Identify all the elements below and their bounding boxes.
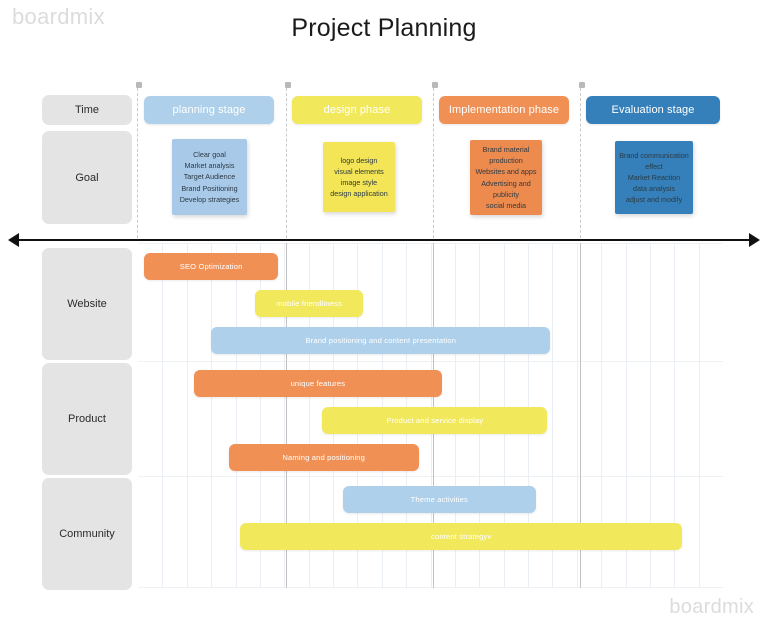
gantt-bar-label: Product and service display [386,416,484,425]
phase-chip-design-phase[interactable]: design phase [292,96,422,124]
goal-item: visual elements [334,166,384,176]
goal-item: social media [486,200,526,210]
gridline-minor [650,243,651,588]
goal-item: Brand material [482,145,530,155]
goal-item: logo design [340,155,378,165]
row-divider [138,361,723,362]
gridline-minor [309,243,310,588]
gantt-bar-label: unique features [290,379,346,388]
row-label-product[interactable]: Product [42,363,132,475]
column-separator-3 [431,82,438,238]
gantt-bar[interactable]: Brand positioning and content presentati… [211,327,551,354]
row-label-goal[interactable]: Goal [42,131,132,224]
gantt-bar-label: content strategyv [431,532,492,541]
phase-chip-label: planning stage [172,104,246,116]
goal-item: Advertising and [481,178,531,188]
axis-arrow-right-icon [749,233,760,247]
goal-card-planning-stage[interactable]: Clear goal Market analysis Target Audien… [172,139,247,215]
gantt-bar-label: Theme activities [410,495,468,504]
goal-card-implementation-phase[interactable]: Brand material production Websites and a… [470,140,542,215]
goal-item: Market Reaction [627,172,681,182]
gridline-minor [552,243,553,588]
row-divider [138,587,723,588]
goal-item: production [489,156,523,166]
boardmix-watermark-bottom-right: boardmix [669,596,754,618]
row-divider [138,476,723,477]
row-label-text: Time [74,104,100,116]
phase-chip-implementation-phase[interactable]: Implementation phase [439,96,569,124]
gantt-bar[interactable]: mobile friendliness [255,290,364,317]
gridline-minor [699,243,700,588]
goal-item: Develop strategies [179,194,240,204]
phase-chip-label: design phase [323,104,391,116]
gridline-minor [626,243,627,588]
gridline-phase-boundary-3 [580,243,581,588]
gantt-bar-label: Naming and positioning [282,453,366,462]
goal-item: adjust and modify [625,195,683,205]
boardmix-watermark-top-left: boardmix [12,4,105,29]
gridline-minor [577,243,578,588]
gridline-minor [162,243,163,588]
phase-chip-evaluation-stage[interactable]: Evaluation stage [586,96,720,124]
goal-item: effect [645,161,663,171]
goal-item: Clear goal [193,150,226,160]
goal-item: design application [330,189,388,199]
gantt-bar[interactable]: Theme activities [342,486,536,513]
gantt-bar[interactable]: Product and service display [322,407,548,434]
gridline-minor [260,243,261,588]
row-label-community[interactable]: Community [42,478,132,590]
goal-item: publicity [493,189,519,199]
phase-chip-label: Implementation phase [448,104,560,116]
goal-item: Target Audience [183,172,236,182]
gridline-minor [211,243,212,588]
gridline-minor [187,243,188,588]
gridline-minor [236,243,237,588]
column-separator-1 [135,82,142,238]
gantt-bar[interactable]: unique features [193,370,443,397]
gantt-bar-label: SEO Optimization [179,262,243,271]
column-separator-2 [284,82,291,238]
gridline-phase-boundary-1 [286,243,287,588]
page-title: Project Planning [291,14,477,42]
column-marker-dot-icon [578,82,585,88]
gridline-minor [284,243,285,588]
row-label-text: Product [68,413,106,425]
phase-chip-planning-stage[interactable]: planning stage [144,96,274,124]
row-label-website[interactable]: Website [42,248,132,360]
gantt-bar[interactable]: content strategyv [240,523,683,550]
goal-item: Websites and apps [475,167,537,177]
axis-arrow-left-icon [8,233,19,247]
column-marker-dot-icon [284,82,291,88]
gantt-bar[interactable]: Naming and positioning [228,444,419,471]
row-label-text: Website [67,298,107,310]
row-label-text: Goal [75,171,99,184]
column-marker-dot-icon [135,82,142,88]
goal-item: image style [340,178,378,187]
row-label-time[interactable]: Time [42,95,132,125]
phase-chip-label: Evaluation stage [611,104,695,116]
goal-card-evaluation-stage[interactable]: Brand communication effect Market Reacti… [615,141,693,214]
gantt-bar-label: mobile friendliness [276,299,342,308]
goal-item: Brand communication [619,150,689,160]
row-label-text: Community [59,528,115,540]
gantt-bar-label: Brand positioning and content presentati… [305,336,457,345]
column-separator-4 [578,82,585,238]
timeline-axis [18,239,750,241]
goal-item: Market analysis [184,161,235,171]
gantt-bar[interactable]: SEO Optimization [143,253,279,280]
gridline-minor [601,243,602,588]
row-divider [138,243,723,244]
goal-card-design-phase[interactable]: logo design visual elements image style … [323,142,395,212]
gridline-minor [674,243,675,588]
goal-item: Brand Positioning [181,183,238,193]
goal-item: data analysis [633,184,675,194]
column-marker-dot-icon [431,82,438,88]
